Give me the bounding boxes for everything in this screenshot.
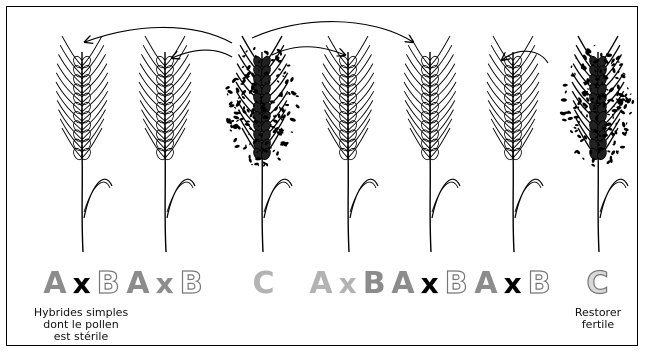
wheat-plant-4 — [322, 36, 378, 252]
letter-c: C — [252, 266, 275, 301]
caption-sterile-hybrids: Hybrides simples dont le pollen est stér… — [16, 307, 146, 343]
label-axb-3: A x B — [309, 263, 386, 303]
label-axb-5: A x B — [474, 263, 551, 303]
arrow-c-to-plant-5 — [252, 22, 413, 42]
letter-x: x — [156, 267, 175, 300]
letter-b: B — [363, 266, 387, 301]
letter-x: x — [73, 267, 92, 300]
label-axb-2: A x B — [126, 263, 203, 303]
letter-b: B — [97, 266, 121, 301]
letter-a: A — [474, 266, 498, 301]
label-c-2: C — [586, 263, 609, 303]
wheat-plant-2 — [139, 36, 195, 252]
label-axb-4: A x B — [391, 263, 468, 303]
label-c-1: C — [252, 263, 275, 303]
wheat-plant-5 — [404, 36, 460, 252]
letter-a: A — [309, 266, 333, 301]
arrow-c-to-plant-2 — [172, 50, 232, 58]
caption-restorer-fertile: Restorer fertile — [565, 307, 631, 331]
letter-a: A — [126, 266, 150, 301]
wheat-plant-7 — [572, 36, 628, 252]
letter-b: B — [180, 266, 204, 301]
letter-c: C — [586, 266, 609, 301]
wheat-plant-6 — [487, 36, 543, 252]
wheat-plant-1 — [56, 36, 112, 252]
letter-a: A — [43, 266, 67, 301]
letter-x: x — [421, 267, 440, 300]
label-axb-1: A x B — [43, 263, 120, 303]
letter-b: B — [445, 266, 469, 301]
genotype-labels: A x B A x B C A x B A x B A x B C — [0, 263, 646, 303]
letter-x: x — [339, 267, 358, 300]
arrow-c-to-plant-1 — [85, 27, 232, 43]
letter-x: x — [504, 267, 523, 300]
letter-b: B — [528, 266, 552, 301]
letter-a: A — [391, 266, 415, 301]
